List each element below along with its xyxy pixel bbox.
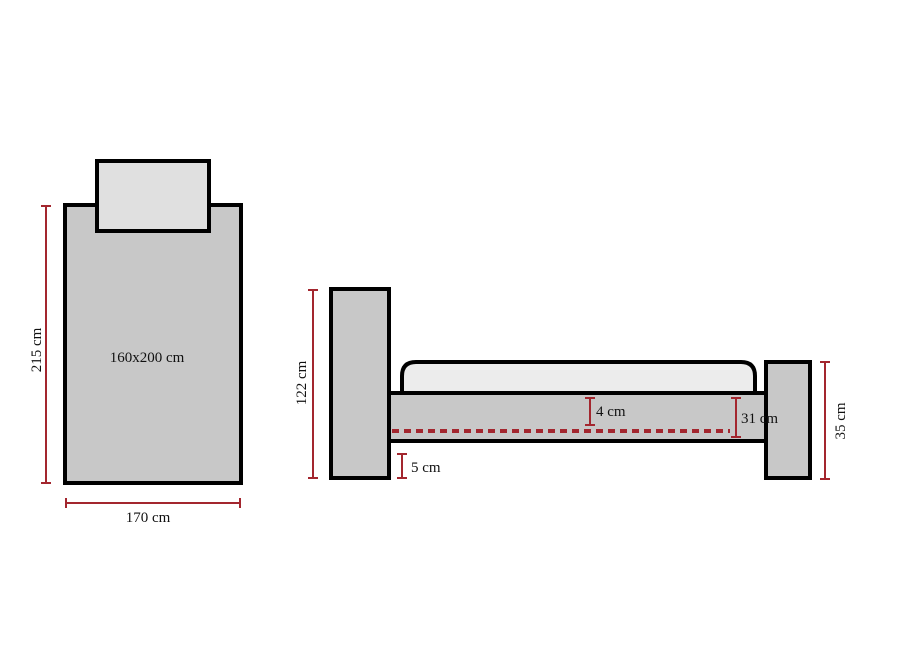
- slat-depth-dimension-line: [585, 397, 595, 426]
- top-view: 160x200 cm 215 cm 170 cm: [29, 159, 243, 526]
- footboard-height-label: 35 cm: [833, 402, 849, 439]
- length-label: 215 cm: [29, 327, 45, 372]
- frame-height-label: 31 cm: [741, 411, 778, 427]
- width-dimension-line: [65, 498, 241, 508]
- clearance-label: 5 cm: [411, 460, 441, 476]
- headboard-height-label: 122 cm: [294, 360, 310, 405]
- clearance-dimension-line: [397, 453, 407, 479]
- bed-outline-top: [63, 203, 243, 485]
- mattress: [400, 360, 757, 395]
- footboard-dimension-line: [820, 361, 830, 480]
- bed-frame: [387, 391, 768, 443]
- headboard: [329, 287, 391, 480]
- footboard: [764, 360, 812, 480]
- length-dimension-line: [41, 205, 51, 484]
- headboard-dimension-line: [308, 289, 318, 479]
- mattress-size-label: 160x200 cm: [110, 350, 185, 366]
- slat-depth-label: 4 cm: [596, 404, 626, 420]
- pillow: [95, 159, 211, 233]
- side-view: 122 cm 5 cm 4 cm 31 cm 35 cm: [294, 287, 849, 480]
- width-label: 170 cm: [126, 510, 171, 526]
- frame-height-dimension-line: [731, 397, 741, 438]
